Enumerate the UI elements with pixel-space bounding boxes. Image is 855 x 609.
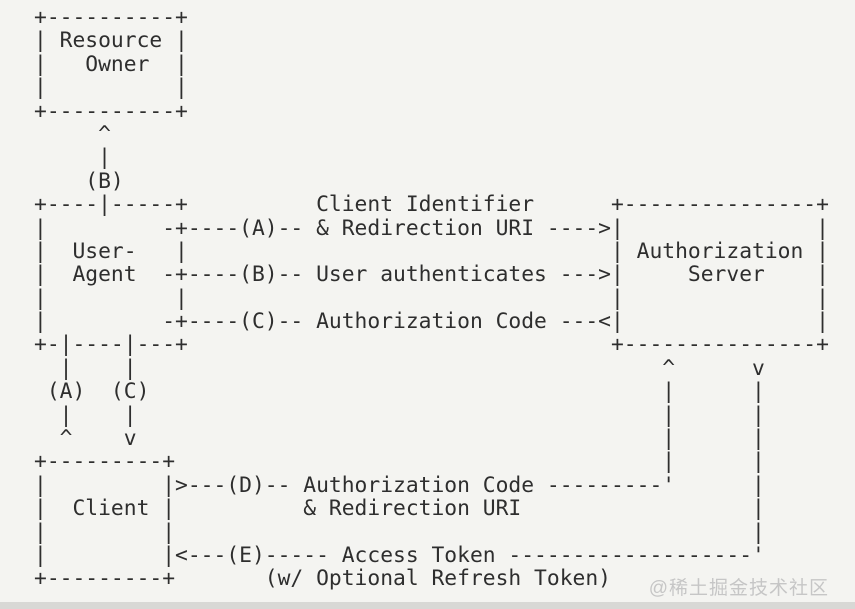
ascii-line-step-b-label: (B) [34, 168, 124, 194]
ascii-line-arrow-stem: | [34, 145, 111, 171]
ascii-line-steps-a-c-labels: (A) (C) | | [34, 379, 765, 405]
ascii-line-step-c-authorization-code: | -+----(C)-- Authorization Code ---<| | [34, 309, 829, 335]
ascii-line-resource-box-body: | | [34, 75, 188, 101]
ascii-line-arrowheads: ^ v | | [34, 426, 765, 452]
ascii-line-client-box-body: | | | [34, 519, 765, 545]
ascii-line-user-agent-authorization: | User- | | Authorization | [34, 238, 829, 264]
ascii-line-step-a-redirection-uri: | -+----(A)-- & Redirection URI ---->| | [34, 215, 829, 241]
ascii-line-step-b-user-authenticates: | Agent -+----(B)-- User authenticates -… [34, 262, 829, 288]
ascii-line-client-label: | Client | & Redirection URI | [34, 496, 765, 522]
ascii-line-step-d-authorization-code: | |>---(D)-- Authorization Code --------… [34, 472, 765, 498]
juejin-watermark: @稀土掘金技术社区 [648, 578, 829, 599]
ascii-line-verticals-1: | | ^ v [34, 355, 765, 381]
ascii-line-owner-label: | Owner | [34, 51, 188, 77]
ascii-line-refresh-token-note: +---------+ (w/ Optional Refresh Token) [34, 566, 611, 592]
ascii-line-resource-box-bottom: +----------+ [34, 98, 188, 124]
ascii-line-boxes-bottom: +-|----|---+ +---------------+ [34, 332, 829, 358]
ascii-line-verticals-2: | | | | [34, 402, 765, 428]
ascii-line-arrow-up: ^ [34, 121, 111, 147]
ascii-line-client-box-top: +---------+ | | [34, 449, 765, 475]
ascii-line-boxes-body: | | | | [34, 285, 829, 311]
ascii-line-client-identifier: +----|-----+ Client Identifier +--------… [34, 192, 829, 218]
bottom-border-strip [0, 602, 855, 609]
ascii-line-resource-label: | Resource | [34, 28, 188, 54]
ascii-art-block: +----------+| Resource || Owner || |+---… [34, 6, 829, 591]
ascii-line-resource-box-top: +----------+ [34, 5, 188, 30]
ascii-line-step-e-access-token: | |<---(E)----- Access Token -----------… [34, 542, 765, 568]
